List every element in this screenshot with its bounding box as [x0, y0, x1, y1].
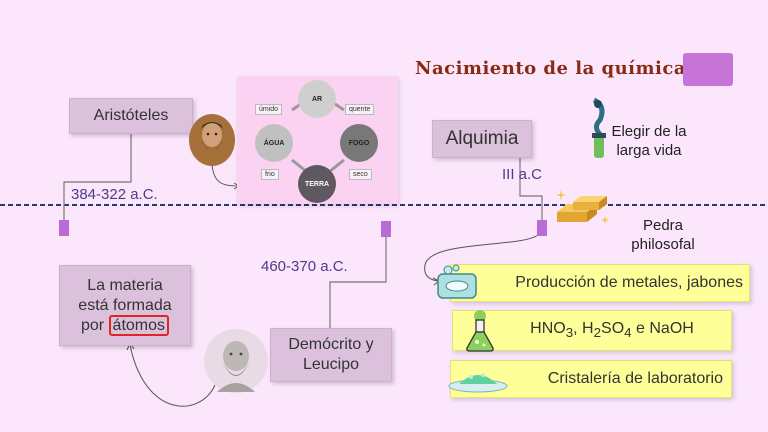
materia-line2: está formada — [78, 296, 172, 314]
quality-frio: frio — [261, 169, 279, 180]
hno3-text: HNO — [530, 320, 566, 338]
so-text: SO — [601, 320, 625, 338]
product-cristaleria-box: Cristalería de laboratorio — [450, 360, 732, 398]
socrates-bust-icon — [204, 329, 268, 393]
h2-sub: 2 — [593, 325, 602, 341]
four-elements-diagram: AR ÁGUA FOGO TERRA úmido quente frio sec… — [237, 76, 398, 204]
democrito-label-line1: Demócrito y — [288, 336, 374, 353]
elixir-label: Elegir de la larga vida — [606, 122, 692, 160]
materia-line3-prefix: por — [80, 316, 105, 334]
element-fogo: FOGO — [340, 124, 378, 162]
so4-sub: 4 — [624, 325, 632, 341]
potion-flask-icon — [466, 310, 494, 352]
quality-seco: seco — [349, 169, 372, 180]
product-metales-box: Producción de metales, jabones — [450, 264, 750, 302]
alquimia-label: Alquimia — [445, 128, 519, 149]
materia-line1: La materia — [87, 276, 163, 294]
aristoteles-label: Aristóteles — [93, 107, 169, 124]
gold-bars-icon — [556, 190, 609, 224]
product-metales-label: Producción de metales, jabones — [515, 274, 743, 291]
stone-label: Pedra philosofal — [618, 216, 708, 254]
stone-line2: philosofal — [631, 236, 695, 253]
alquimia-dates: III a.C — [502, 166, 543, 183]
philosopher-portrait-icon — [189, 114, 235, 166]
elixir-flask-icon — [592, 97, 606, 158]
crystal-dish-icon — [448, 373, 508, 393]
aristoteles-marker — [59, 220, 69, 236]
h2-text: , H — [573, 320, 594, 338]
element-ar: AR — [298, 80, 336, 118]
materia-line3: por átomos — [80, 314, 170, 336]
atoms-highlight: átomos — [108, 314, 170, 336]
democrito-marker — [381, 221, 391, 237]
democrito-dates: 460-370 a.C. — [261, 258, 348, 275]
stone-line1: Pedra — [642, 217, 684, 234]
title-accent-tab — [683, 53, 733, 86]
product-cristaleria-label: Cristalería de laboratorio — [547, 370, 723, 387]
product-acids-label: HNO3, H2SO4 e NaOH — [530, 320, 694, 340]
alquimia-box: Alquimia — [432, 120, 532, 158]
alquimia-marker — [537, 220, 547, 236]
democrito-box: Demócrito y Leucipo — [270, 328, 392, 382]
quality-umido: úmido — [255, 104, 283, 115]
materia-atoms-box: La materia está formada por átomos — [59, 265, 191, 346]
naoh-text: e NaOH — [631, 320, 694, 338]
soap-icon — [437, 264, 477, 299]
elixir-line2: larga vida — [616, 142, 682, 159]
quality-quente: quente — [345, 104, 375, 115]
hno3-sub: 3 — [565, 325, 574, 341]
democrito-label-line2: Leucipo — [302, 356, 360, 373]
element-terra: TERRA — [298, 165, 336, 203]
aristoteles-dates: 384-322 a.C. — [71, 186, 158, 203]
elixir-line1: Elegir de la — [611, 123, 687, 140]
aristoteles-box: Aristóteles — [69, 98, 193, 134]
element-agua: ÁGUA — [255, 124, 293, 162]
product-acids-box: HNO3, H2SO4 e NaOH — [452, 310, 732, 351]
page-title: Nacimiento de la química — [415, 58, 687, 79]
